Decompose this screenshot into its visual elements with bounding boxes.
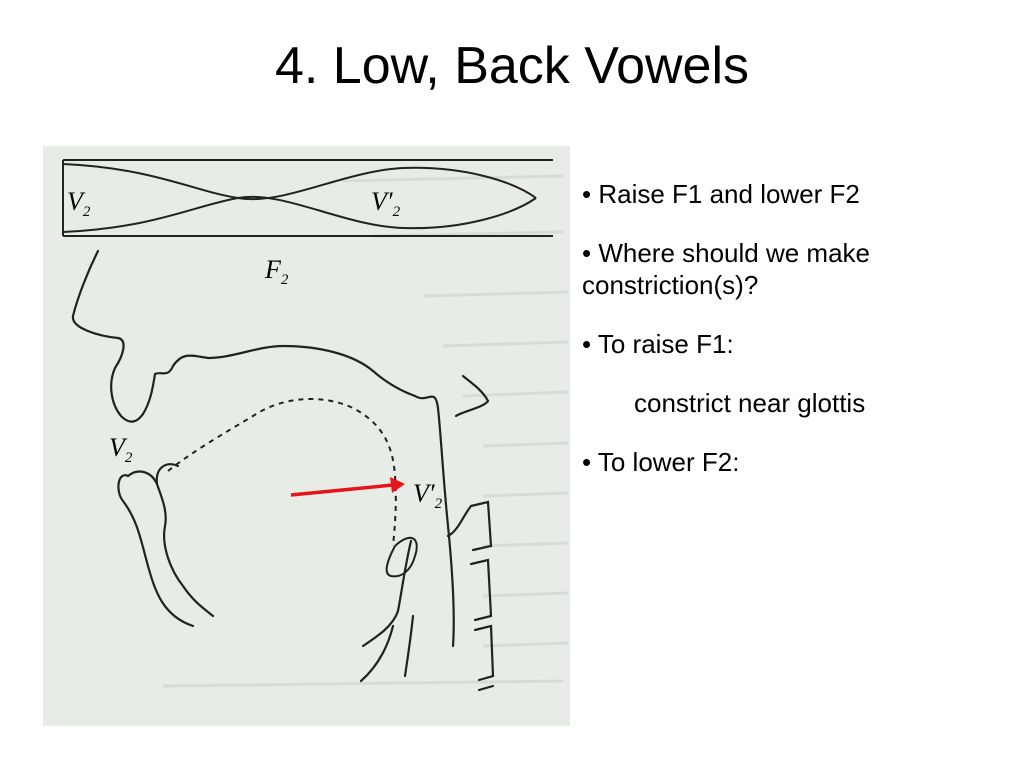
constriction-contour	[167, 398, 397, 547]
background-texture	[162, 174, 569, 688]
tube-label-v2: V2	[67, 187, 91, 220]
epiglottis-outline	[385, 536, 418, 578]
bullet-raise-f1-lower-f2: • Raise F1 and lower F2	[582, 179, 860, 209]
bullet-to-lower-f2: • To lower F2:	[582, 447, 740, 477]
vocal-tract-figure: V2 V′2 F2	[43, 146, 570, 726]
head-outline	[71, 249, 495, 692]
bullet-where-constriction: • Where should we make constriction(s)?	[582, 238, 871, 300]
label-v2-lips: V2	[109, 433, 133, 466]
vocal-tract-diagram: V2 V′2 F2	[62, 159, 569, 692]
bullet-constrict-near-glottis: constrict near glottis	[634, 388, 866, 418]
bullet-list: • Raise F1 and lower F2 • Where should w…	[582, 178, 1002, 505]
red-arrow-icon	[290, 477, 405, 497]
standing-wave-tube	[62, 159, 553, 237]
label-f2: F2	[264, 255, 289, 288]
bullet-to-raise-f1: • To raise F1:	[582, 329, 734, 359]
slide-title: 4. Low, Back Vowels	[274, 37, 750, 95]
tube-label-v2prime: V′2	[371, 187, 401, 220]
label-v2prime-throat: V′2	[413, 479, 443, 512]
